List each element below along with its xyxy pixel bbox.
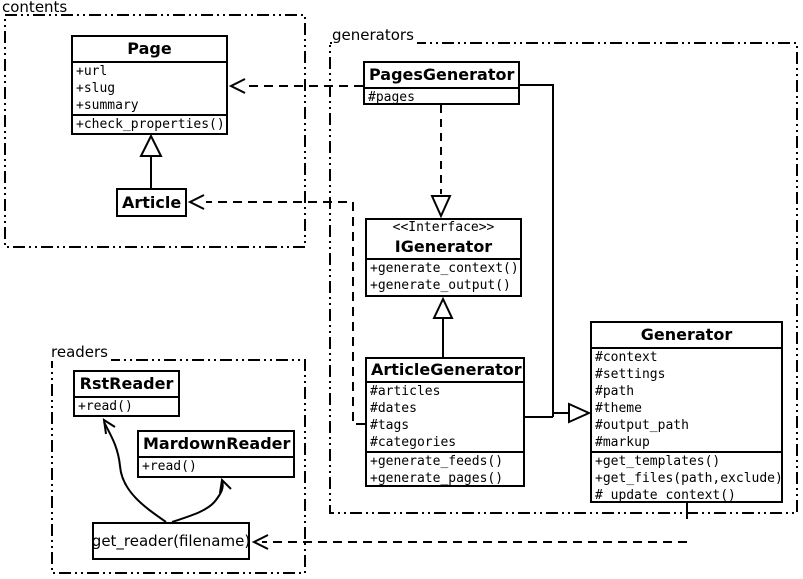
hollow-triangle-arrowhead <box>139 133 163 157</box>
class-method: +get_templates() <box>595 454 721 469</box>
class-title: Page <box>127 39 172 58</box>
hollow-triangle-arrowhead <box>430 195 452 219</box>
inheritance-arrow-articlegenerator-to-igenerator <box>432 296 454 357</box>
class-title: IGenerator <box>394 237 493 256</box>
class-mardown-reader: MardownReader +read() <box>137 430 295 478</box>
class-attribute: #articles <box>370 384 441 399</box>
class-pages-generator: PagesGenerator #pages <box>363 61 520 105</box>
package-contents-label: contents <box>2 0 68 16</box>
interface-stereotype: <<Interface>> <box>392 220 495 235</box>
class-method: +get_files(path,exclude) <box>595 471 783 486</box>
class-attribute: #path <box>595 384 635 399</box>
function-get-reader: get_reader(filename) <box>92 522 250 560</box>
package-readers-label: readers <box>51 344 111 361</box>
interface-header: <<Interface>> IGenerator <box>367 220 520 258</box>
hollow-triangle-arrowhead <box>568 402 592 424</box>
open-arrowhead <box>102 417 116 435</box>
methods-compartment: +read() <box>139 456 293 475</box>
package-readers-border <box>51 359 306 574</box>
class-attribute: #dates <box>370 401 417 416</box>
class-article: Article <box>116 188 187 217</box>
class-title: RstReader <box>79 374 174 393</box>
inheritance-arrow-article-to-page <box>139 133 163 188</box>
methods-compartment: +check_properties() <box>73 114 226 133</box>
class-page: Page +url +slug +summary +check_properti… <box>71 35 228 135</box>
methods-compartment: +generate_feeds() +generate_pages() <box>367 451 523 486</box>
attributes-compartment: #articles #dates #tags #categories <box>367 381 523 451</box>
class-method: +read() <box>142 459 197 474</box>
class-attribute: #tags <box>370 418 410 433</box>
attributes-compartment: +url +slug +summary <box>73 61 226 114</box>
class-attribute: +url <box>76 64 108 79</box>
inheritance-arrow-generators-to-generator <box>520 84 592 424</box>
open-arrowhead <box>187 194 205 210</box>
package-generators-border <box>329 42 798 514</box>
class-title: PagesGenerator <box>369 65 515 84</box>
arrow-getreader-to-rstreader <box>102 417 167 523</box>
class-method: +read() <box>78 399 133 414</box>
open-arrowhead <box>228 78 246 94</box>
dependency-arrow-pagesgenerator-to-page <box>228 78 363 94</box>
realization-arrow-pagesgenerator-to-igenerator <box>430 105 452 219</box>
methods-compartment: +read() <box>75 396 178 415</box>
class-method: +generate_context() <box>370 261 519 276</box>
class-title: Generator <box>640 325 733 344</box>
class-article-generator: ArticleGenerator #articles #dates #tags … <box>365 357 525 487</box>
class-attribute: +slug <box>76 81 116 96</box>
class-attribute: #context <box>595 350 658 365</box>
class-method: +generate_pages() <box>370 471 504 486</box>
dependency-arrow-generator-to-getreader <box>251 503 688 550</box>
open-arrowhead <box>219 477 232 494</box>
class-attribute: #pages <box>368 90 415 105</box>
class-method: +check_properties() <box>76 117 225 132</box>
class-attribute: #categories <box>370 435 457 450</box>
class-rst-reader: RstReader +read() <box>73 370 180 417</box>
class-method: #_update_context() <box>595 488 736 503</box>
attributes-compartment: #pages <box>365 87 518 105</box>
arrow-getreader-to-mardownreader <box>171 477 232 523</box>
package-generators-label: generators <box>332 27 417 44</box>
dependency-arrow-articlegenerator-to-article <box>187 194 365 425</box>
class-generator: Generator #context #settings #path #them… <box>590 321 783 503</box>
class-title: Article <box>122 193 182 212</box>
open-arrowhead <box>251 534 269 550</box>
methods-compartment: +get_templates() +get_files(path,exclude… <box>592 451 783 503</box>
class-igenerator: <<Interface>> IGenerator +generate_conte… <box>365 218 522 297</box>
class-attribute: #settings <box>595 367 666 382</box>
class-method: +generate_output() <box>370 278 511 293</box>
methods-compartment: +generate_context() +generate_output() <box>367 258 520 294</box>
package-contents-border <box>4 14 306 248</box>
hollow-triangle-arrowhead <box>432 296 454 319</box>
class-method: +generate_feeds() <box>370 454 504 469</box>
class-attribute: #theme <box>595 401 642 416</box>
function-label: get_reader(filename) <box>91 532 251 550</box>
class-title: ArticleGenerator <box>371 360 522 379</box>
class-attribute: #output_path <box>595 418 689 433</box>
class-attribute: +summary <box>76 98 139 113</box>
attributes-compartment: #context #settings #path #theme #output_… <box>592 347 781 451</box>
class-title: MardownReader <box>143 434 291 453</box>
class-attribute: #markup <box>595 435 650 450</box>
